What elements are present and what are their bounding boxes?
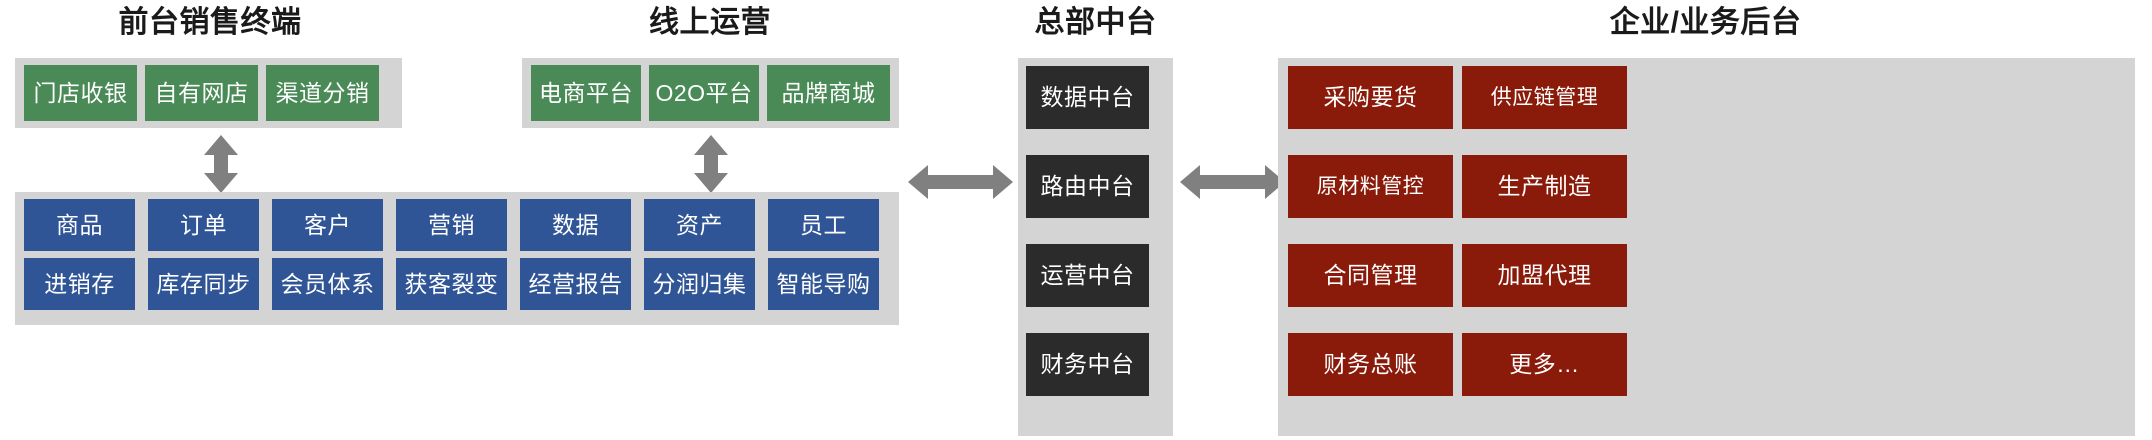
enterprise-backend-cell-2[interactable]: 原材料管控 — [1288, 155, 1453, 218]
front-sales-cell-0[interactable]: 门店收银 — [24, 65, 137, 121]
arrow-online-ops-to-grid — [693, 135, 729, 193]
front-sales-cell-2[interactable]: 渠道分销 — [266, 65, 379, 121]
section-title-hq-middle: 总部中台 — [1034, 6, 1157, 39]
capability-cell-r2c6[interactable]: 智能导购 — [768, 258, 879, 310]
online-ops-cell-2[interactable]: 品牌商城 — [767, 65, 890, 121]
arrow-shaft — [927, 175, 994, 189]
arrow-grid-to-hq — [908, 163, 1013, 201]
hq-middle-cell-2[interactable]: 运营中台 — [1026, 244, 1149, 307]
hq-middle-cell-3[interactable]: 财务中台 — [1026, 333, 1149, 396]
capability-cell-r2c3[interactable]: 获客裂变 — [396, 258, 507, 310]
enterprise-backend-cell-7[interactable]: 更多… — [1462, 333, 1627, 396]
section-title-online-ops: 线上运营 — [649, 6, 771, 39]
capability-cell-r2c4[interactable]: 经营报告 — [520, 258, 631, 310]
enterprise-backend-cell-5[interactable]: 加盟代理 — [1462, 244, 1627, 307]
online-ops-cell-0[interactable]: 电商平台 — [531, 65, 641, 121]
capability-cell-r2c1[interactable]: 库存同步 — [148, 258, 259, 310]
capability-cell-r1c1[interactable]: 订单 — [148, 199, 259, 251]
capability-cell-r1c3[interactable]: 营销 — [396, 199, 507, 251]
capability-cell-r2c0[interactable]: 进销存 — [24, 258, 135, 310]
enterprise-backend-cell-6[interactable]: 财务总账 — [1288, 333, 1453, 396]
enterprise-backend-cell-0[interactable]: 采购要货 — [1288, 66, 1453, 129]
arrow-head-up-icon — [694, 135, 728, 155]
capability-cell-r1c2[interactable]: 客户 — [272, 199, 383, 251]
arrow-shaft — [214, 154, 228, 175]
section-title-enterprise-backend: 企业/业务后台 — [1609, 6, 1802, 39]
capability-cell-r1c5[interactable]: 资产 — [644, 199, 755, 251]
hq-middle-cell-0[interactable]: 数据中台 — [1026, 66, 1149, 129]
arrow-hq-to-backend — [1180, 163, 1285, 201]
arrow-shaft — [1199, 175, 1266, 189]
enterprise-backend-cell-3[interactable]: 生产制造 — [1462, 155, 1627, 218]
arrow-head-left-icon — [908, 165, 928, 199]
section-title-front-sales: 前台销售终端 — [118, 6, 302, 39]
arrow-head-right-icon — [993, 165, 1013, 199]
arrow-head-down-icon — [694, 173, 728, 193]
arrow-front-sales-to-grid — [203, 135, 239, 193]
hq-middle-cell-1[interactable]: 路由中台 — [1026, 155, 1149, 218]
arrow-head-left-icon — [1180, 165, 1200, 199]
arrow-head-up-icon — [204, 135, 238, 155]
online-ops-cell-1[interactable]: O2O平台 — [649, 65, 759, 121]
capability-cell-r1c6[interactable]: 员工 — [768, 199, 879, 251]
enterprise-backend-cell-1[interactable]: 供应链管理 — [1462, 66, 1627, 129]
arrow-head-down-icon — [204, 173, 238, 193]
capability-cell-r2c2[interactable]: 会员体系 — [272, 258, 383, 310]
capability-cell-r1c0[interactable]: 商品 — [24, 199, 135, 251]
enterprise-backend-cell-4[interactable]: 合同管理 — [1288, 244, 1453, 307]
front-sales-cell-1[interactable]: 自有网店 — [145, 65, 258, 121]
capability-cell-r2c5[interactable]: 分润归集 — [644, 258, 755, 310]
arrow-shaft — [704, 154, 718, 175]
capability-cell-r1c4[interactable]: 数据 — [520, 199, 631, 251]
